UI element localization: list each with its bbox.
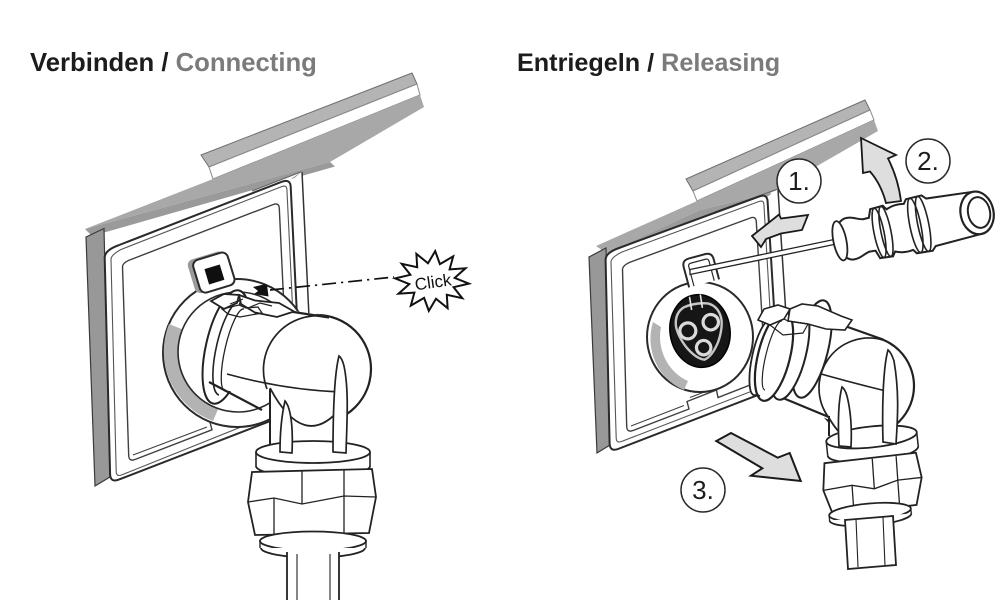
svg-text:2.: 2. bbox=[917, 146, 939, 176]
svg-text:1.: 1. bbox=[788, 166, 810, 196]
svg-text:Verbinden / Connecting: Verbinden / Connecting bbox=[30, 49, 317, 77]
svg-text:3.: 3. bbox=[692, 475, 714, 505]
svg-text:Entriegeln / Releasing: Entriegeln / Releasing bbox=[517, 49, 780, 77]
